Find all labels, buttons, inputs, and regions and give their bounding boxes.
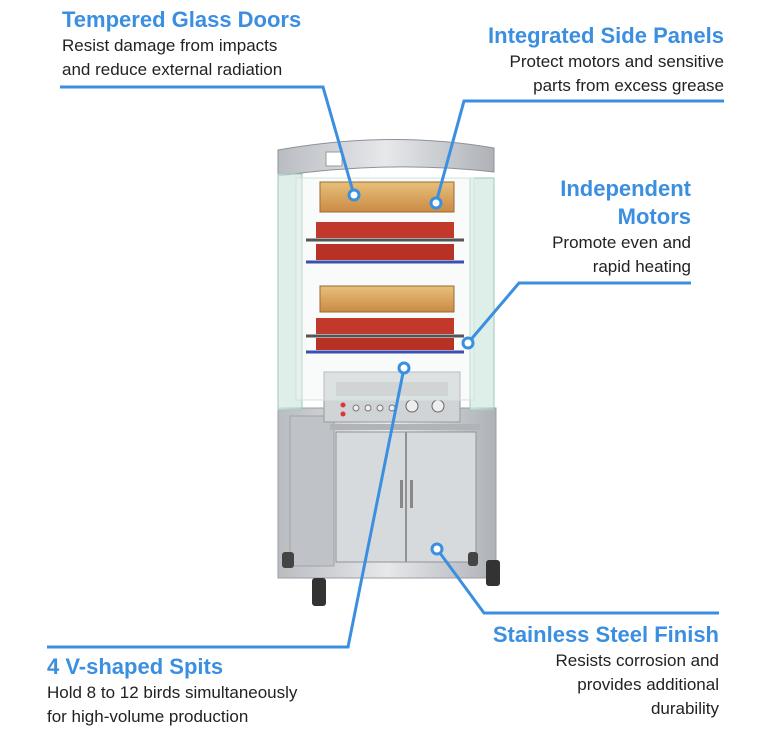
callout-dots (347, 188, 475, 556)
callout-lines (47, 85, 724, 649)
callout-title: Tempered Glass Doors (62, 7, 302, 32)
cabinet (277, 407, 497, 579)
callout-desc-line: Hold 8 to 12 birds simultaneously (47, 683, 298, 702)
steel-dot (430, 542, 444, 556)
callout-desc-line: parts from excess grease (533, 76, 724, 95)
spit-row-4 (306, 338, 464, 354)
callout-integrated-side-panels: Integrated Side Panels Protect motors an… (420, 22, 724, 98)
callout-stainless-steel-finish: Stainless Steel Finish Resists corrosion… (430, 621, 719, 721)
callout-desc-line: rapid heating (592, 257, 691, 276)
steel-leader (435, 548, 719, 615)
spits-leader (47, 367, 406, 649)
spit-row-1 (306, 222, 464, 242)
panels-leader (434, 99, 724, 204)
spits-dot (397, 361, 411, 375)
motors-leader (466, 281, 691, 344)
callout-title-line2: Motors (617, 204, 691, 229)
callout-title: Integrated Side Panels (488, 23, 724, 48)
callout-independent-motors: Independent Motors Promote even and rapi… (470, 175, 691, 279)
callout-title: 4 V-shaped Spits (47, 654, 224, 679)
callout-desc-line: Resists corrosion and (555, 651, 719, 670)
callout-title: Independent (560, 176, 691, 201)
callout-desc-line: and reduce external radiation (62, 60, 283, 79)
panels-dot (429, 196, 443, 210)
control-panel (323, 371, 461, 423)
lower-heater (319, 285, 455, 313)
doors-dot (347, 188, 361, 202)
spit-row-3 (306, 318, 464, 338)
callout-desc-line: Resist damage from impacts (62, 36, 278, 55)
callout-title: Stainless Steel Finish (492, 622, 719, 647)
top-hood (277, 138, 495, 177)
doors-leader (60, 85, 356, 196)
callout-desc-line: Protect motors and sensitive (509, 52, 724, 71)
callout-tempered-glass-doors: Tempered Glass Doors Resist damage from … (62, 6, 362, 82)
callout-desc-line: provides additional (577, 675, 719, 694)
callout-desc-line: Promote even and (552, 233, 691, 252)
callout-desc-line: for high-volume production (47, 707, 249, 726)
callout-desc-line: durability (650, 699, 719, 718)
motors-dot (461, 336, 475, 350)
spit-row-2 (306, 244, 464, 264)
callout-v-shaped-spits: 4 V-shaped Spits Hold 8 to 12 birds simu… (47, 653, 377, 729)
caster-wheels (282, 552, 500, 606)
